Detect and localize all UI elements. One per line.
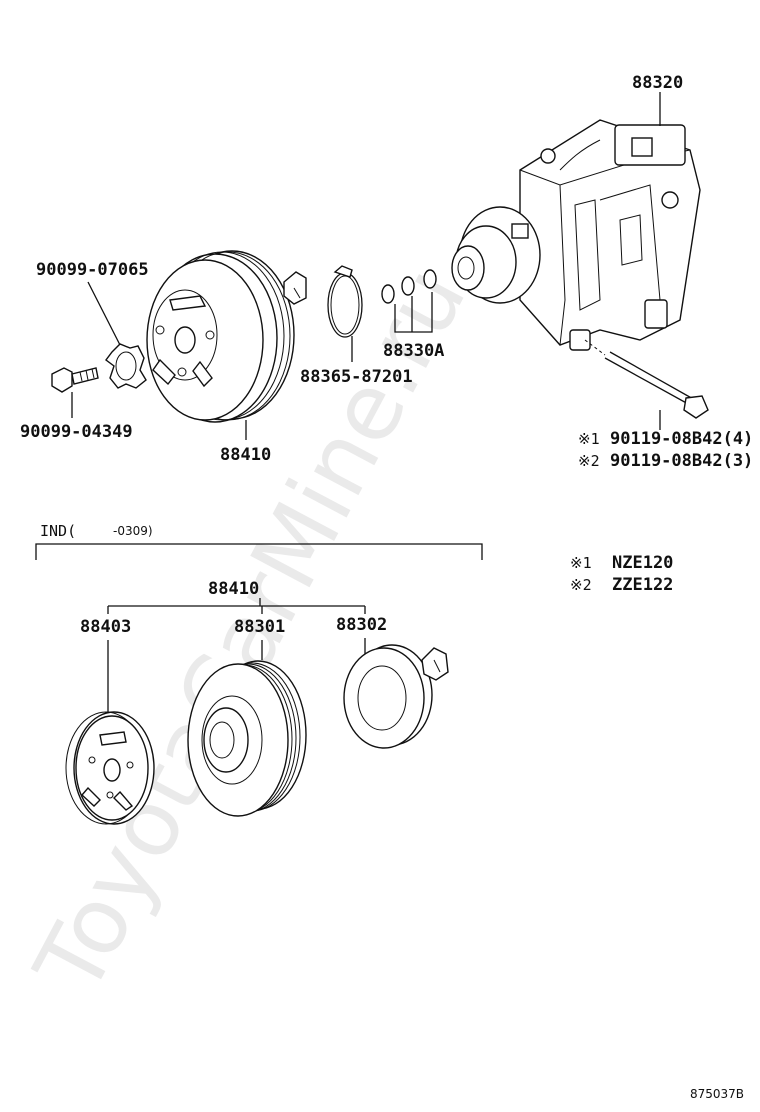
snap-ring-drawing [327,265,363,338]
ind-label: IND( [40,522,76,540]
label-90099-07065: 90099-07065 [36,260,149,280]
label-88365-87201: 88365-87201 [300,367,413,387]
compressor-drawing [451,119,701,351]
pulley-drawing [187,660,307,817]
washer-drawing [105,343,147,389]
label-88330A: 88330A [383,341,444,361]
label-88410-upper: 88410 [220,445,271,465]
note2-model: ZZE122 [612,575,673,595]
clutch-assembly-drawing [146,250,307,423]
note1-mark-bolt: ※1 [578,430,600,448]
shims-drawing [381,269,437,304]
note1-model: NZE120 [612,553,673,573]
field-coil-drawing [343,644,449,749]
label-90119-08B42-3: 90119-08B42(3) [610,451,753,471]
note2-mark: ※2 [570,576,592,594]
label-90099-04349: 90099-04349 [20,422,133,442]
ind-range: -0309) [113,524,153,538]
label-88302: 88302 [336,615,387,635]
label-88410-lower: 88410 [208,579,259,599]
label-90119-08B42-4: 90119-08B42(4) [610,429,753,449]
compressor-bolt-drawing [584,339,709,419]
figure-id: 875037B [690,1087,744,1101]
note1-mark: ※1 [570,554,592,572]
hub-plate-drawing [65,711,155,825]
bolt-drawing [51,367,99,393]
label-88301: 88301 [234,617,285,637]
note2-mark-bolt: ※2 [578,452,600,470]
label-88403: 88403 [80,617,131,637]
label-88320: 88320 [632,73,683,93]
